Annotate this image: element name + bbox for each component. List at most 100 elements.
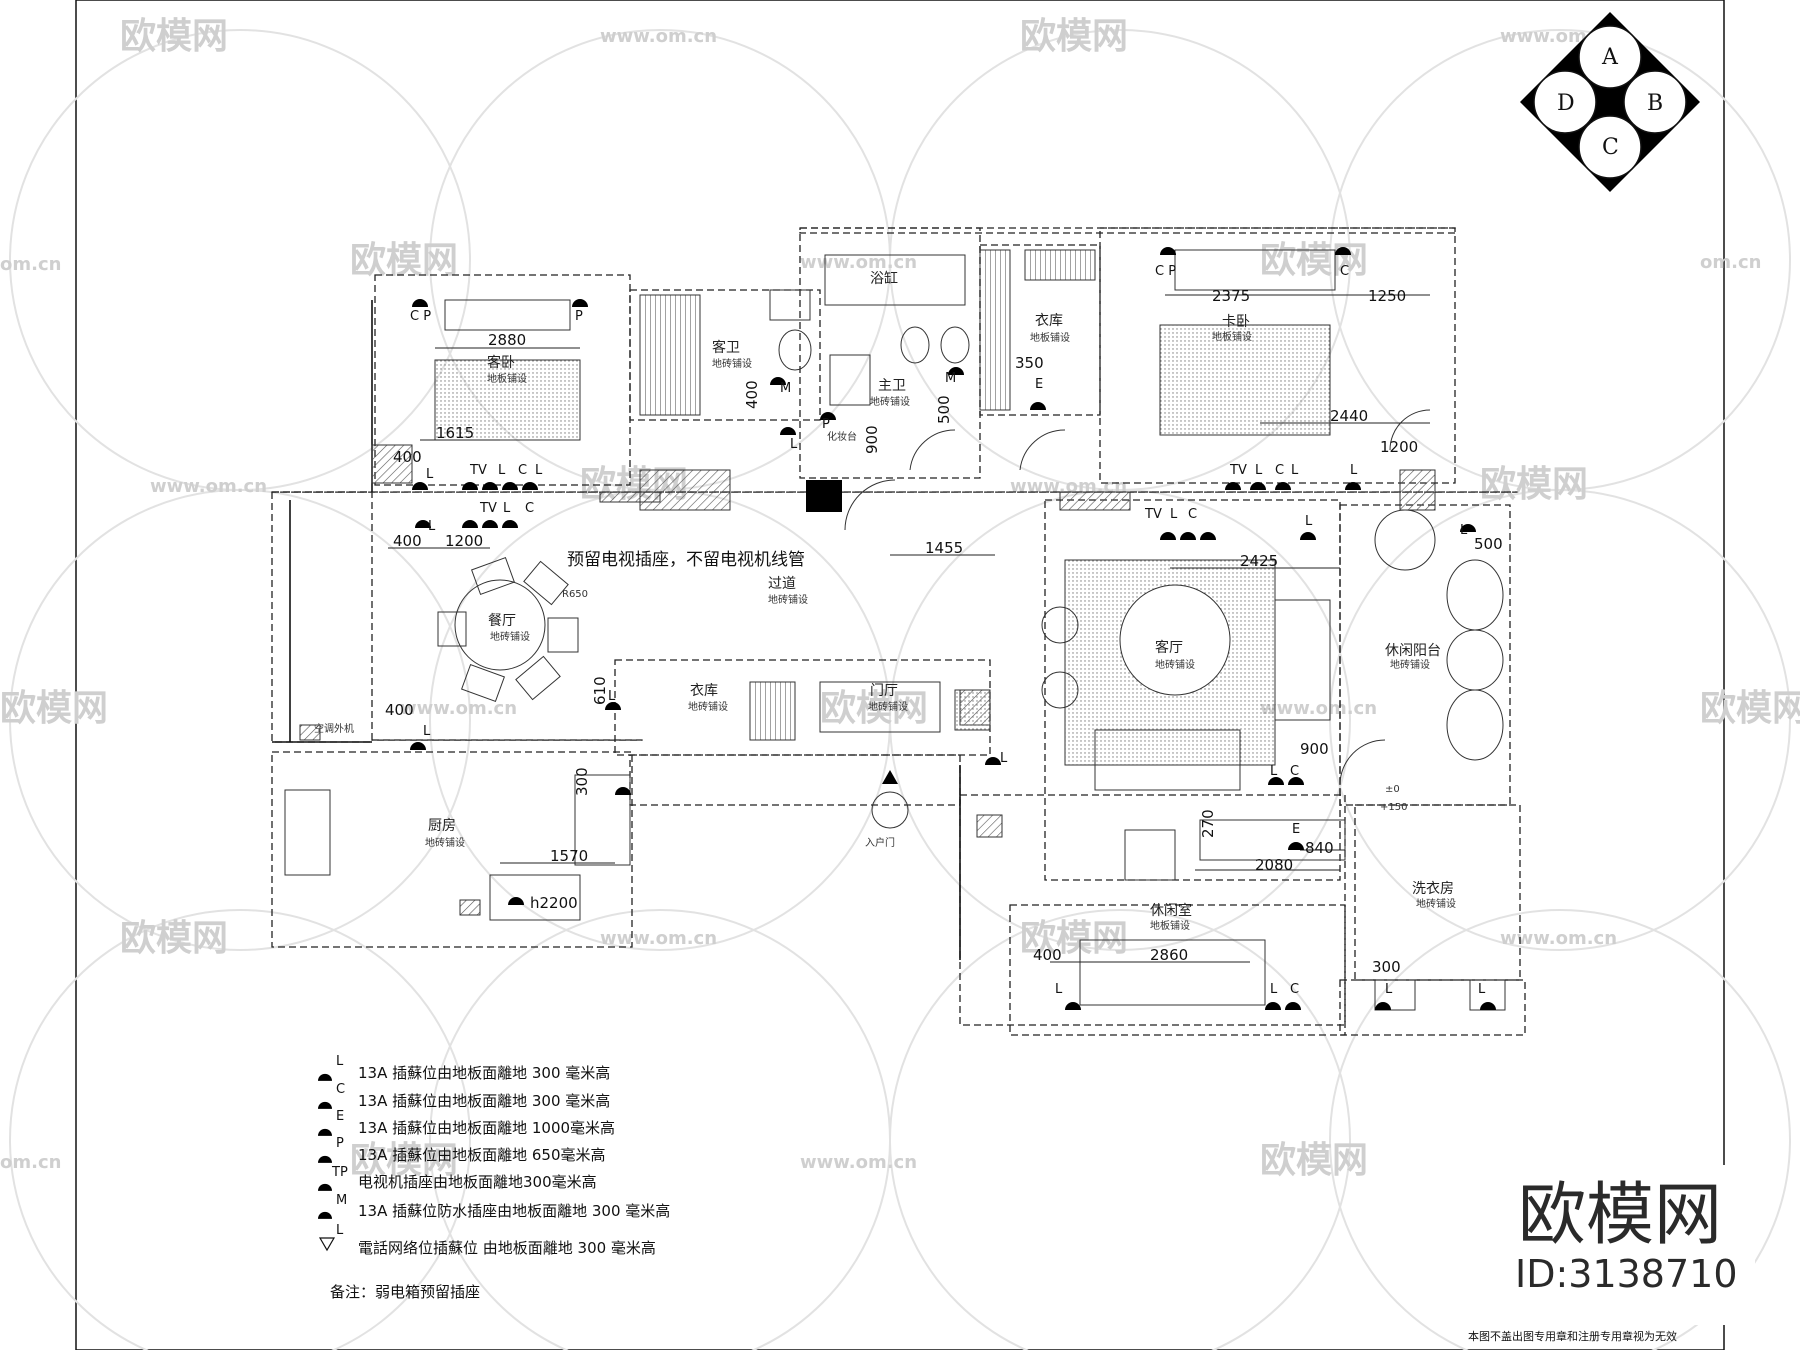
room-corridor: 过道 — [768, 576, 796, 592]
outlet-label: C P — [1155, 264, 1176, 279]
compass-a: A — [1601, 45, 1619, 70]
legend-text: 13A 插蘇位由地板面離地 300 毫米高 — [358, 1092, 610, 1110]
compass-d: D — [1557, 91, 1575, 116]
dim-2440: 2440 — [1330, 407, 1368, 425]
outlet-label: L — [428, 519, 436, 534]
legend-code: TP — [331, 1165, 348, 1180]
dim-300b: 300 — [1372, 958, 1401, 976]
outlet-label: TV — [1229, 463, 1247, 478]
watermark-logo: 欧模网 — [1480, 464, 1588, 505]
watermark-logo: 欧模网 — [1260, 240, 1368, 281]
legend-text: 電話网络位插蘇位 由地板面離地 300 毫米高 — [358, 1239, 656, 1257]
room-laundry-floor: 地砖铺设 — [1416, 897, 1456, 910]
compass-b: B — [1647, 91, 1663, 116]
room-corridor-floor: 地砖铺设 — [768, 593, 808, 606]
outlet-label: E — [1292, 822, 1300, 837]
room-vanity: 化妆台 — [827, 430, 857, 443]
outlet-label: P — [575, 309, 583, 324]
watermark-logo: 欧模网 — [820, 688, 928, 729]
dim-2880: 2880 — [488, 331, 526, 349]
outlet-label: L — [498, 463, 506, 478]
drawing-frame — [75, 0, 1725, 1350]
legend: L 13A 插蘇位由地板面離地 300 毫米高 C 13A 插蘇位由地板面離地 … — [318, 1054, 670, 1301]
furniture — [284, 249, 1506, 1011]
room-wardrobe-hall-floor: 地砖铺设 — [688, 700, 728, 713]
room-labels: 客卧 地板铺设 客卫 地砖铺设 浴缸 主卫 地砖铺设 化妆台 衣库 地板铺设 卡… — [314, 270, 1456, 932]
legend-text: 13A 插蘇位由地板面離地 300 毫米高 — [358, 1064, 610, 1082]
legend-text: 13A 插蘇位由地板面離地 650毫米高 — [358, 1146, 606, 1164]
room-leisure: 休闲室 — [1150, 902, 1192, 919]
dimension-labels: 2880 1615 400 1200 400 1455 900 500 350 … — [385, 287, 1503, 976]
legend-text: 电视机插座由地板面離地300毫米高 — [358, 1173, 597, 1191]
legend-code: L — [336, 1054, 344, 1069]
outlet-label: TV — [1144, 507, 1162, 522]
watermark-logo: 欧模网 — [1700, 688, 1800, 729]
dim-400c: 400 — [743, 380, 761, 409]
dim-1570: 1570 — [550, 847, 588, 865]
outlet-label: L — [1385, 982, 1393, 997]
dim-500a: 500 — [935, 395, 953, 424]
watermark-url: www.om.cn — [1500, 928, 1617, 949]
room-leisure-floor: 地板铺设 — [1150, 919, 1190, 932]
room-wardrobe-master-floor: 地板铺设 — [1030, 331, 1070, 344]
dim-2375: 2375 — [1212, 287, 1250, 305]
watermark-url: om.cn — [0, 1152, 61, 1173]
watermark-logo: 欧模网 — [1020, 918, 1128, 959]
outlet-label: L — [1055, 982, 1063, 997]
dim-400a: 400 — [393, 448, 422, 466]
room-master-bedroom: 卡卧 — [1222, 314, 1250, 330]
room-master-bedroom-floor: 地板铺设 — [1212, 330, 1252, 343]
brand-name: 欧模网 — [1518, 1176, 1722, 1255]
room-bathtub: 浴缸 — [870, 270, 898, 287]
watermark-url: www.om.cn — [150, 476, 267, 497]
watermark-url: www.om.cn — [1260, 698, 1377, 719]
room-master-bath: 主卫 — [878, 378, 906, 394]
room-balcony-floor: 地砖铺设 — [1390, 658, 1430, 671]
dim-840: 840 — [1305, 839, 1334, 857]
outlet-label: L — [1460, 523, 1468, 538]
watermark-logo: 欧模网 — [350, 240, 458, 281]
room-entrance: 入户门 — [865, 836, 895, 849]
dim-400b: 400 — [393, 532, 422, 550]
legend-text: 13A 插蘇位由地板面離地 1000毫米高 — [358, 1119, 615, 1137]
tv-annotation: 预留电视插座，不留电视机线管 — [567, 550, 805, 570]
dim-400e: 400 — [1033, 946, 1062, 964]
legend-item: L 電話网络位插蘇位 由地板面離地 300 毫米高 — [318, 1223, 656, 1257]
watermark-logo: 欧模网 — [1020, 16, 1128, 57]
dim-h2200: h2200 — [530, 894, 578, 912]
outlet-label: C P — [410, 309, 431, 324]
room-living-floor: 地砖铺设 — [1155, 658, 1195, 671]
dim-610: 610 — [591, 676, 609, 705]
room-wardrobe-hall: 衣库 — [690, 683, 718, 699]
room-foyer: 门厅 — [870, 683, 898, 699]
level-plus150: +150 — [1380, 802, 1407, 813]
outlet-label: L — [1305, 514, 1313, 529]
legend-text: 13A 插蘇位防水插座由地板面離地 300 毫米高 — [358, 1202, 670, 1220]
legend-item: M 13A 插蘇位防水插座由地板面離地 300 毫米高 — [318, 1193, 670, 1220]
watermark-logo: 欧模网 — [120, 918, 228, 959]
outlet-label: L — [423, 724, 431, 739]
outlet-label: TV — [479, 501, 497, 516]
room-guest-bath: 客卫 — [712, 339, 740, 356]
brand-block: 欧模网 ID:3138710 — [1510, 1165, 1755, 1325]
level-zero: ±0 — [1385, 784, 1400, 795]
watermark-logo: 欧模网 — [1260, 1140, 1368, 1181]
outlet-label: C — [1188, 507, 1197, 522]
room-wardrobe-master: 衣库 — [1035, 313, 1063, 329]
outlet-label: L — [1291, 463, 1299, 478]
room-living: 客厅 — [1155, 639, 1183, 656]
outlet-label: L — [1255, 463, 1263, 478]
legend-code: C — [336, 1082, 345, 1097]
watermark-url: om.cn — [0, 254, 61, 275]
outlet-label: C — [1290, 982, 1299, 997]
outlet-label: L — [503, 501, 511, 516]
dim-1200a: 1200 — [445, 532, 483, 550]
compass-c: C — [1602, 135, 1619, 160]
outlet-label: L — [1270, 982, 1278, 997]
room-dining-floor: 地砖铺设 — [490, 630, 530, 643]
outlets: C P P L TV L C L L TV L C M P M E L C P … — [410, 247, 1496, 1010]
dim-900a: 900 — [863, 425, 881, 454]
legend-note: 备注：弱电箱预留插座 — [330, 1283, 480, 1301]
legend-item: C 13A 插蘇位由地板面離地 300 毫米高 — [318, 1082, 610, 1110]
